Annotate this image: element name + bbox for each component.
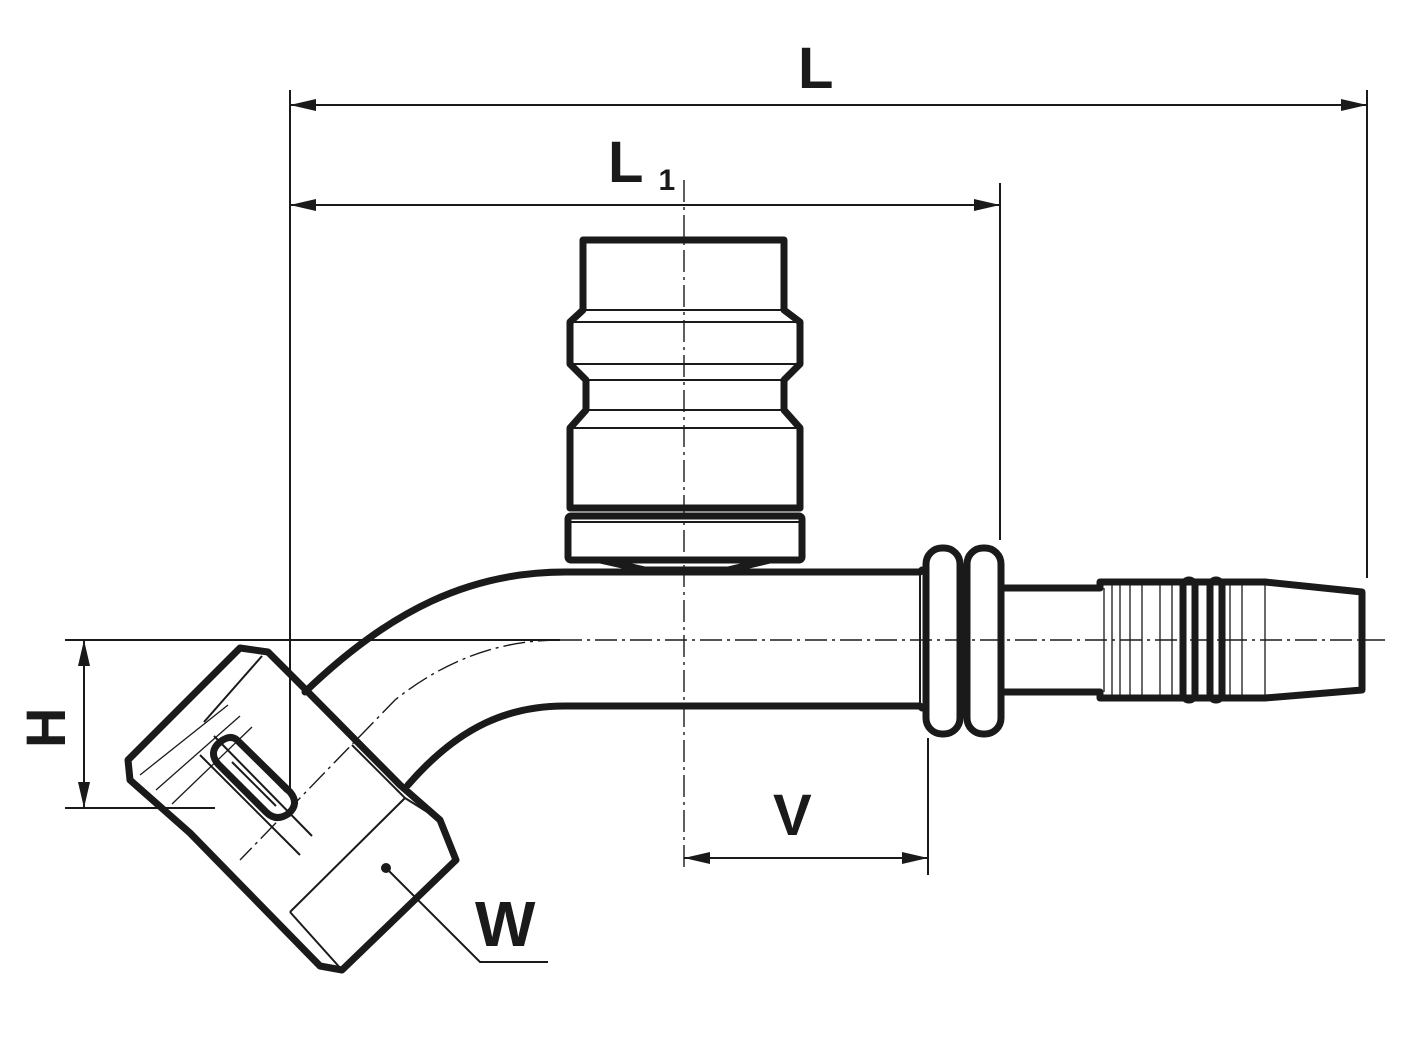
leader-W: W — [381, 863, 548, 963]
svg-text:L 1: L 1 — [608, 130, 675, 197]
dimension-V: V — [684, 783, 928, 864]
bent-tube — [301, 566, 926, 789]
dimension-label-L1-subscript: 1 — [659, 164, 676, 197]
dimension-L: L — [290, 36, 1367, 111]
dimension-H: H — [14, 640, 90, 808]
dimension-L1: L 1 — [290, 130, 1000, 211]
retaining-clip — [210, 733, 298, 821]
extension-lines — [65, 90, 1368, 875]
service-port — [564, 236, 806, 574]
dimension-label-L1: L — [608, 130, 642, 195]
dimension-label-H: H — [14, 708, 77, 748]
dimension-label-V: V — [773, 783, 812, 848]
swivel-nut — [124, 644, 460, 974]
hose-barb — [1000, 576, 1366, 704]
dimension-label-W: W — [475, 888, 536, 960]
dimension-label-L: L — [798, 36, 833, 101]
o-rings — [922, 544, 1005, 738]
